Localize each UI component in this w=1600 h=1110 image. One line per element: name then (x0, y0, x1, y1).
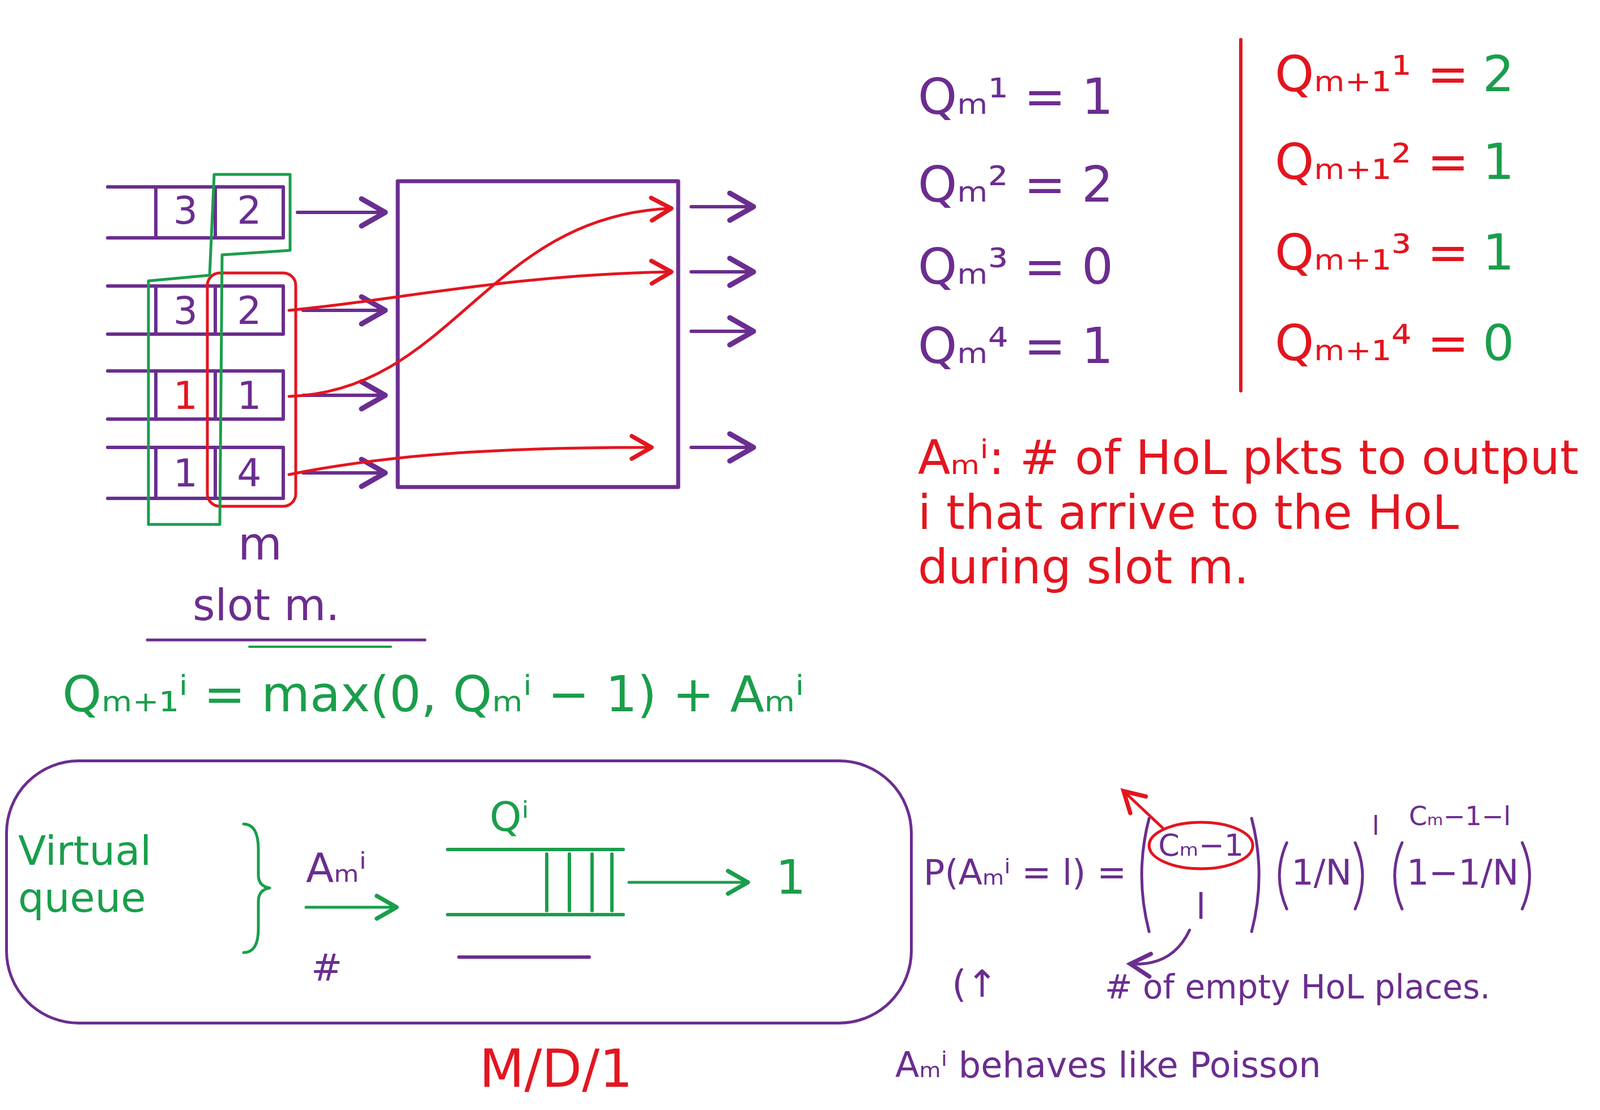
formula-part: 1/N (1291, 852, 1352, 893)
hol-route (288, 208, 672, 397)
formula-part: 1−1/N (1406, 852, 1519, 893)
virtual-queue-box: Virtual queue Aₘⁱ Qⁱ 1 # (5, 759, 913, 1025)
parenthesis (1279, 843, 1287, 910)
formula-part: P(Aₘⁱ = l) = (923, 852, 1127, 893)
hol-route (288, 447, 652, 475)
hol-routes (288, 208, 672, 475)
hol-route (288, 271, 672, 311)
queue-cell: 3 (155, 188, 216, 233)
input-queue (107, 447, 284, 499)
input-queue (107, 286, 284, 335)
formula-exponent: Cₘ−1−l (1409, 801, 1512, 832)
next-queue-length: Qₘ₊₁² = (1274, 133, 1470, 191)
slot-index: m (237, 518, 283, 571)
output-arrow (691, 270, 754, 274)
queue-length: Qₘ³ = 0 (917, 237, 1114, 296)
queue-length: Qₘ¹ = 1 (917, 67, 1114, 126)
queue-length: Qₘ² = 2 (917, 155, 1114, 214)
queue-cell: 3 (155, 288, 216, 334)
definition-note: Aₘⁱ: # of HoL pkts to output i that arri… (917, 430, 1593, 595)
queue-value: 2 (1482, 45, 1515, 103)
slot-label: slot m. (192, 580, 340, 631)
queue-model: M/D/1 (479, 1039, 633, 1100)
output-arrow (691, 329, 754, 334)
service-rate: 1 (775, 850, 806, 906)
pointer-arrow (1130, 930, 1190, 965)
switch-fabric (397, 181, 679, 488)
input-arrow (303, 471, 386, 475)
parenthesis (1394, 843, 1403, 910)
input-links (297, 212, 386, 474)
queue-cell: 1 (215, 373, 284, 419)
queue-cell: 4 (215, 451, 284, 496)
next-queue-length: Qₘ₊₁¹ = (1274, 45, 1470, 103)
underline (147, 639, 425, 642)
input-queue (107, 186, 284, 238)
output-links (691, 206, 754, 448)
brace (243, 824, 270, 953)
arrival-arrow (305, 906, 397, 910)
queue-cell: 1 (155, 451, 216, 496)
parenthesis (1522, 843, 1530, 910)
queue-cell: 2 (215, 188, 284, 233)
parenthesis (1251, 818, 1259, 933)
input-queues (107, 186, 284, 499)
box-title: Virtual queue (18, 827, 228, 922)
annotation: (↑ (951, 963, 998, 1007)
next-queue-length: Qₘ₊₁⁴ = (1274, 314, 1470, 372)
parenthesis (1141, 818, 1150, 933)
output-arrow (691, 445, 754, 450)
count-mark: # (311, 946, 343, 990)
formula-part: l (1158, 886, 1244, 927)
arrival-symbol: Aₘⁱ (305, 844, 367, 892)
queue-cell: 2 (215, 288, 284, 334)
formula-part: Cₘ−1 (1158, 828, 1244, 864)
queue-value: 1 (1482, 223, 1515, 282)
service-arrow (628, 881, 748, 885)
output-arrow (691, 205, 754, 209)
queue-value: 1 (1482, 133, 1515, 191)
divider (1239, 39, 1243, 391)
queue-symbol (447, 849, 624, 916)
pointer-arrow (1123, 791, 1164, 829)
queue-name: Qⁱ (489, 793, 530, 841)
input-arrow (303, 308, 386, 313)
underline (458, 955, 590, 960)
parenthesis (1355, 843, 1363, 910)
group-outline (148, 174, 291, 525)
highlight-circle (1149, 822, 1253, 870)
input-arrow (297, 210, 386, 215)
recursion-equation: Qₘ₊₁ⁱ = max(0, Qₘⁱ − 1) + Aₘⁱ (62, 665, 804, 723)
queue-value: 0 (1482, 314, 1515, 372)
queue-length: Qₘ⁴ = 1 (917, 317, 1114, 375)
formula-exponent: l (1372, 811, 1380, 842)
annotation: # of empty HoL places. (1104, 968, 1491, 1007)
underline (249, 645, 391, 649)
queue-cell: 1 (155, 373, 216, 419)
annotation: Aₘⁱ behaves like Poisson (895, 1045, 1322, 1086)
next-queue-length: Qₘ₊₁³ = (1274, 223, 1470, 282)
input-queue (107, 371, 284, 420)
